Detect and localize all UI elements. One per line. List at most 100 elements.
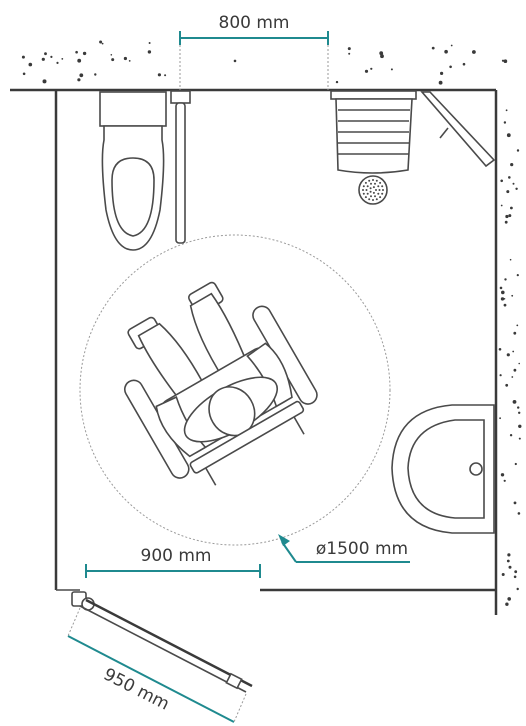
speckle-dot: [82, 51, 87, 56]
speckle-dot: [77, 78, 81, 82]
speckle-dot: [517, 406, 520, 409]
speckle-dot: [514, 570, 518, 574]
arrowhead-icon: [278, 534, 290, 546]
speckle-dot: [514, 462, 517, 466]
drain-hole: [377, 192, 380, 195]
speckle-dot: [500, 204, 503, 207]
speckle-dot: [440, 71, 444, 75]
speckle-dot: [506, 353, 510, 357]
drain-hole: [372, 186, 375, 189]
drain-hole: [379, 196, 382, 199]
drain-hole: [372, 191, 375, 194]
speckle-dot: [515, 187, 518, 190]
speckle-dot: [444, 49, 448, 54]
speckle-dot: [499, 286, 503, 290]
speckle-dot: [518, 411, 521, 414]
speckle-dot: [510, 206, 513, 210]
speckle-dot: [390, 68, 393, 71]
speckle-dot: [501, 59, 505, 62]
speckle-dot: [512, 400, 517, 404]
speckle-dot: [61, 58, 64, 60]
speckle-dot: [462, 62, 466, 66]
speckle-dot: [501, 290, 505, 295]
drain-hole: [368, 179, 371, 182]
folding-shelf: [420, 91, 496, 168]
speckle-dot: [516, 274, 519, 277]
speckle-dot: [498, 348, 502, 351]
speckle-dot: [516, 324, 519, 327]
speckle-dot: [21, 55, 25, 59]
walls: [10, 88, 498, 615]
drain-hole: [374, 182, 376, 185]
speckle-dot: [513, 368, 517, 372]
speckle-dot: [503, 479, 506, 482]
speckle-dot: [110, 54, 113, 56]
drain-hole: [382, 189, 384, 191]
speckle-dot: [507, 597, 512, 601]
drain-hole: [369, 187, 372, 190]
speckle-dot: [504, 278, 507, 281]
speckle-dot: [128, 60, 131, 62]
drain-hole: [362, 185, 365, 188]
speckle-dot: [41, 57, 45, 61]
toilet: [99, 91, 167, 251]
speckle-dot: [518, 362, 520, 365]
speckle-dot: [500, 297, 505, 301]
drain-hole: [370, 195, 372, 198]
exterior-speckle: [21, 40, 522, 606]
speckle-dot: [22, 72, 26, 76]
drain-hole: [368, 198, 371, 201]
drain-hole: [366, 185, 369, 188]
speckle-dot: [512, 350, 515, 353]
speckle-dot: [513, 501, 517, 505]
speckle-dot: [518, 437, 521, 440]
speckle-dot: [148, 42, 151, 44]
speckle-dot: [335, 80, 339, 84]
speckle-dot: [28, 62, 33, 67]
dimension-label-900: 900 mm: [141, 546, 212, 566]
dimension-label-1500: ø1500 mm: [316, 539, 408, 559]
speckle-dot: [99, 40, 103, 44]
speckle-dot: [506, 559, 510, 563]
drain-hole: [364, 181, 367, 184]
speckle-dot: [505, 602, 509, 606]
drain-hole: [364, 196, 367, 199]
speckle-dot: [499, 417, 501, 420]
dimension-800: 800 mm: [179, 13, 329, 90]
drain-hole: [379, 181, 382, 184]
speckle-dot: [504, 220, 508, 224]
speckle-dot: [508, 176, 511, 179]
speckle-dot: [516, 149, 520, 152]
speckle-dot: [42, 79, 47, 84]
grab-bar: [170, 90, 191, 244]
speckle-dot: [370, 67, 373, 70]
speckle-dot: [56, 61, 59, 64]
speckle-dot: [511, 376, 514, 378]
drain-hole: [381, 192, 384, 195]
sink: [391, 404, 495, 534]
speckle-dot: [516, 587, 519, 591]
speckle-dot: [431, 46, 435, 50]
drain-hole: [378, 189, 381, 191]
drain-hole: [372, 199, 374, 201]
speckle-dot: [500, 179, 504, 183]
drain-hole: [362, 192, 365, 195]
speckle-dot: [77, 58, 82, 63]
speckle-dot: [123, 56, 127, 61]
speckle-dot: [233, 59, 237, 63]
speckle-dot: [505, 109, 508, 112]
speckle-dot: [513, 575, 517, 579]
drain-hole: [374, 195, 376, 198]
speckle-dot: [506, 190, 510, 194]
speckle-dot: [75, 50, 78, 54]
drain-hole: [375, 179, 378, 182]
speckle-dot: [508, 565, 512, 569]
drain-hole: [370, 182, 372, 185]
dimension-950: 950 mm: [67, 607, 247, 723]
speckle-dot: [503, 303, 507, 307]
drain-hole: [366, 192, 369, 195]
speckle-dot: [499, 374, 502, 377]
speckle-dot: [164, 74, 167, 77]
dimension-label-800: 800 mm: [219, 13, 290, 33]
